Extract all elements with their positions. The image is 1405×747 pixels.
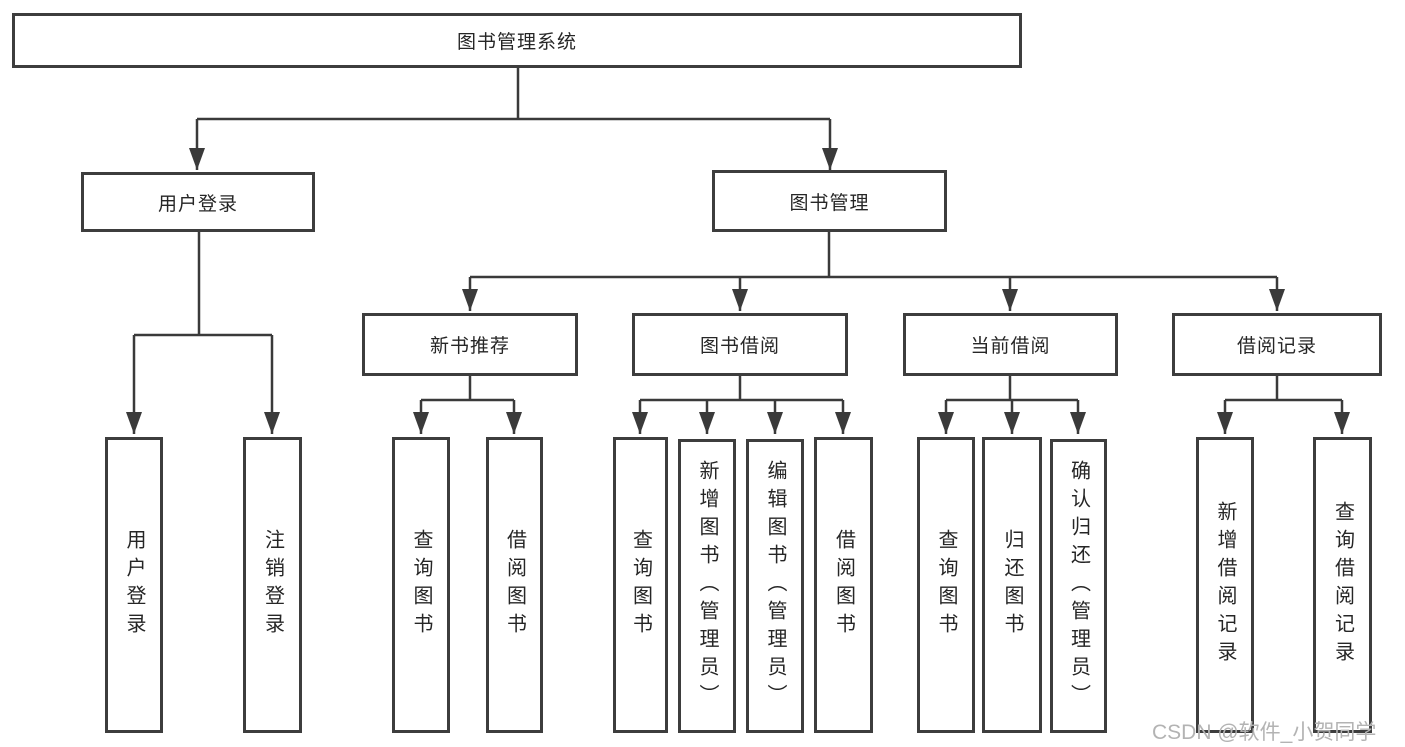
csdn-watermark: CSDN @软件_小贺同学 <box>1152 721 1377 744</box>
node-book-management-module-label: 图书管理 <box>789 192 870 214</box>
node-book-borrowing-label: 图书借阅 <box>699 336 780 357</box>
node-leaf-query-books-borrowing: 查询图书 <box>613 437 668 733</box>
node-current-borrowing: 当前借阅 <box>903 313 1118 376</box>
node-new-book-recommend-label: 新书推荐 <box>429 336 510 357</box>
node-leaf-confirm-return-admin: 确认归还（管理员） <box>1050 439 1107 733</box>
node-leaf-logout-label: 注销登录 <box>261 529 284 641</box>
node-leaf-borrow-books-borrowing: 借阅图书 <box>814 437 873 733</box>
node-book-management-module: 图书管理 <box>712 170 947 232</box>
node-leaf-user-login-label: 用户登录 <box>123 529 145 641</box>
node-leaf-query-books-current: 查询图书 <box>917 437 975 733</box>
node-leaf-borrow-books-borrowing-label: 借阅图书 <box>832 529 855 641</box>
node-user-login-module-label: 用户登录 <box>157 193 238 215</box>
node-leaf-add-books-admin-label: 新增图书（管理员） <box>696 460 718 712</box>
node-leaf-query-borrow-record: 查询借阅记录 <box>1313 437 1372 733</box>
node-user-login-module: 用户登录 <box>81 172 315 232</box>
node-leaf-edit-books-admin: 编辑图书（管理员） <box>746 439 804 733</box>
node-leaf-query-books-current-label: 查询图书 <box>935 529 957 641</box>
node-leaf-query-books-borrowing-label: 查询图书 <box>629 529 652 641</box>
node-leaf-logout: 注销登录 <box>243 437 302 733</box>
node-leaf-confirm-return-admin-label: 确认归还（管理员） <box>1067 460 1090 712</box>
node-current-borrowing-label: 当前借阅 <box>970 336 1051 357</box>
node-leaf-edit-books-admin-label: 编辑图书（管理员） <box>764 460 786 712</box>
node-leaf-add-borrow-record-label: 新增借阅记录 <box>1214 501 1236 669</box>
node-leaf-add-books-admin: 新增图书（管理员） <box>678 439 736 733</box>
node-leaf-add-borrow-record: 新增借阅记录 <box>1196 437 1254 733</box>
node-leaf-return-books-label: 归还图书 <box>1001 529 1023 641</box>
node-leaf-borrow-books-recommend-label: 借阅图书 <box>503 529 526 641</box>
node-leaf-query-books-recommend: 查询图书 <box>392 437 450 733</box>
node-leaf-return-books: 归还图书 <box>982 437 1042 733</box>
node-leaf-query-borrow-record-label: 查询借阅记录 <box>1331 501 1354 669</box>
node-root-system: 图书管理系统 <box>12 13 1022 68</box>
node-root-system-label: 图书管理系统 <box>456 32 577 53</box>
node-borrowing-records: 借阅记录 <box>1172 313 1382 376</box>
node-new-book-recommend: 新书推荐 <box>362 313 578 376</box>
node-leaf-query-books-recommend-label: 查询图书 <box>410 529 432 641</box>
node-leaf-borrow-books-recommend: 借阅图书 <box>486 437 543 733</box>
node-leaf-user-login: 用户登录 <box>105 437 163 733</box>
node-book-borrowing: 图书借阅 <box>632 313 848 376</box>
node-borrowing-records-label: 借阅记录 <box>1236 336 1317 357</box>
